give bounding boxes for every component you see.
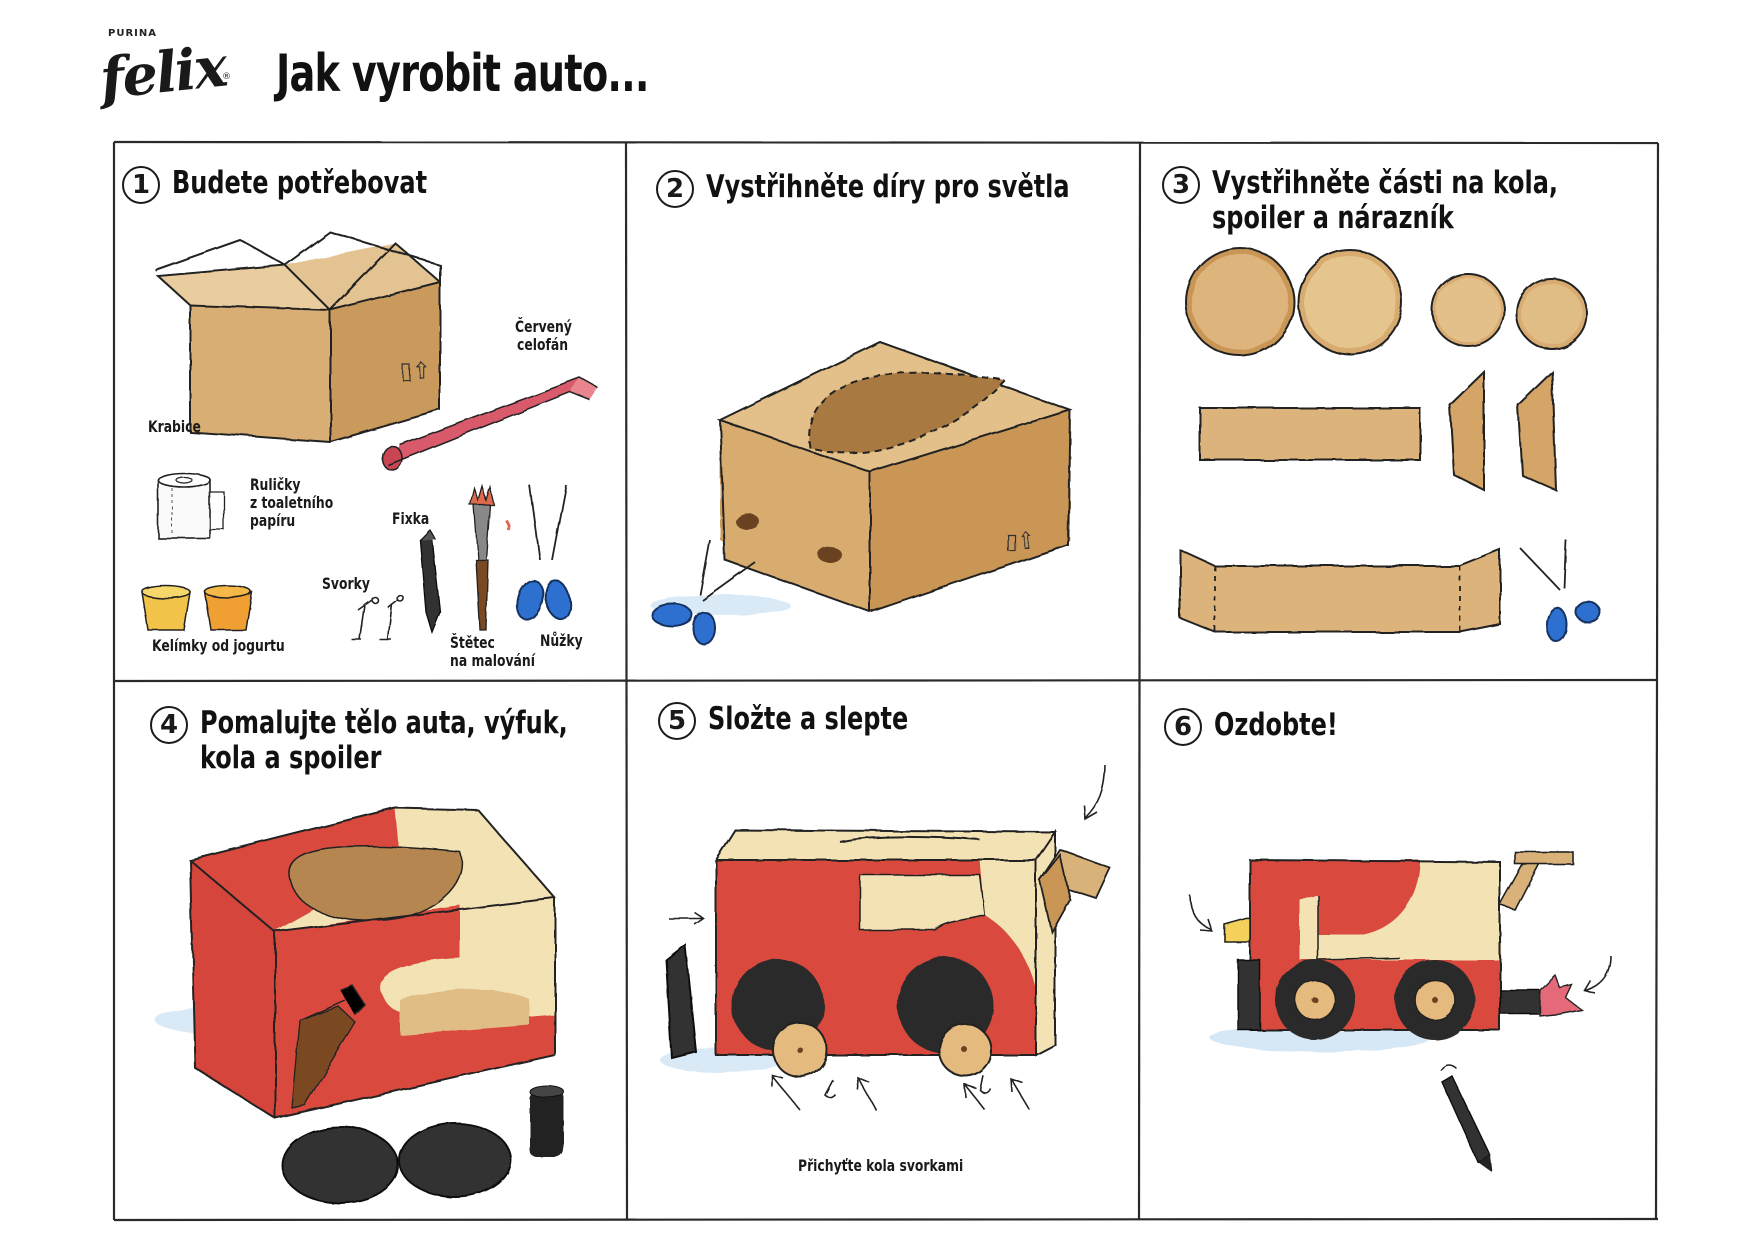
page-title: Jak vyrobit auto...: [276, 44, 649, 104]
cardboard-box-drawing: ▯⇧: [154, 230, 441, 444]
step-2-heading: 2 Vystřihněte díry pro světla: [656, 170, 1129, 208]
svg-text:▯⇧: ▯⇧: [400, 359, 431, 384]
panel-grid: [112, 140, 1660, 1222]
step-title: Ozdobte!: [1214, 707, 1338, 743]
marker-drawing-2: [1439, 1063, 1492, 1172]
label-marker: Fixka: [392, 509, 430, 528]
step-number: 3: [1162, 166, 1200, 204]
yogurt-cups-drawing: [141, 585, 253, 631]
label-roll-3: papíru: [250, 511, 296, 530]
step-number: 6: [1164, 708, 1202, 746]
purina-label: PURINA: [108, 28, 157, 39]
svg-text:▯⇧: ▯⇧: [1005, 529, 1036, 554]
label-cups: Kelímky od jogurtu: [152, 636, 285, 655]
label-cellophane-2: celofán: [517, 335, 569, 354]
step-3-heading: 3 Vystřihněte části na kola, spoiler a n…: [1162, 166, 1614, 236]
label-roll-1: Ruličky: [250, 475, 301, 494]
panel-5-art: [660, 764, 1112, 1111]
step-number: 4: [150, 706, 188, 744]
arrows-step-6: [1189, 894, 1611, 994]
step-6-heading: 6 Ozdobte!: [1164, 708, 1358, 746]
step-number: 2: [656, 170, 694, 208]
label-clips: Svorky: [322, 574, 370, 593]
label-brush-2: na malování: [450, 651, 535, 670]
felix-logo: PURINA felix ®: [97, 26, 231, 121]
label-box: Krabice: [148, 417, 201, 436]
step-5-heading: 5 Složte a slepte: [658, 702, 941, 740]
panel-4-art: [155, 806, 565, 1204]
red-cellophane-drawing: [381, 377, 599, 471]
step-title: Vystřihněte díry pro světla: [706, 169, 1070, 205]
marker-drawing: [419, 529, 441, 635]
scissors-drawing: [516, 484, 572, 621]
step-title: Budete potřebovat: [172, 165, 428, 201]
paintbrush-drawing: [469, 483, 511, 631]
step-title-line-1: Vystřihněte části na kola,: [1212, 165, 1559, 201]
toilet-roll-drawing: [157, 472, 225, 539]
step-4-heading: 4 Pomalujte tělo auta, výfuk, kola a spo…: [150, 706, 628, 776]
panel-6-art: [1189, 851, 1611, 1172]
caption-attach-wheels: Přichyťte kola svorkami: [798, 1156, 964, 1175]
label-roll-2: z toaletního: [250, 493, 334, 512]
scissors-drawing-3: [1519, 539, 1601, 643]
step-title: Složte a slepte: [708, 701, 909, 737]
step-title-line-1: Pomalujte tělo auta, výfuk,: [200, 705, 568, 741]
arrows-step-5: [668, 764, 1106, 1111]
step-title-line-2: spoiler a nárazník: [1212, 200, 1454, 236]
step-number: 5: [658, 702, 696, 740]
step-number: 1: [122, 166, 160, 204]
panel-2-art: ▯⇧: [650, 340, 1074, 645]
panel-3-art: [1179, 247, 1601, 643]
step-title-line-2: kola a spoiler: [200, 740, 382, 776]
label-brush-1: Štětec: [450, 633, 495, 652]
panel-1-art: ▯⇧: [141, 230, 599, 641]
scissors-drawing-2: [651, 539, 756, 645]
registered-mark: ®: [222, 72, 231, 82]
label-cellophane-1: Červený: [515, 317, 572, 336]
label-scissors: Nůžky: [540, 631, 583, 650]
step-1-heading: 1 Budete potřebovat: [122, 166, 469, 204]
paper-clips-drawing: [352, 594, 404, 641]
